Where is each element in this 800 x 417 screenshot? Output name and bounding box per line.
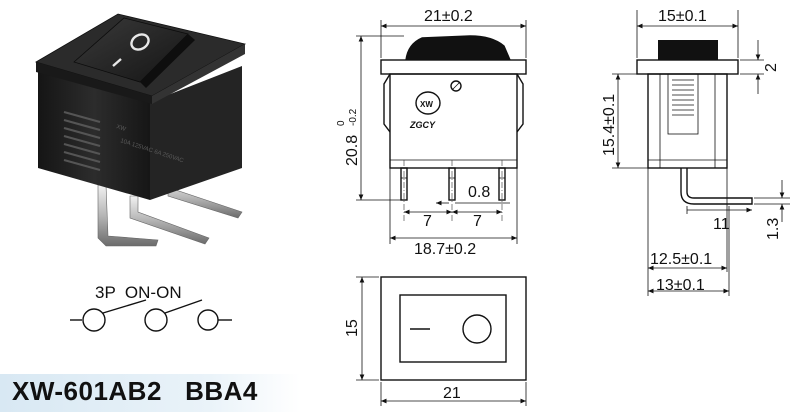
front-pitch-right-dim: 7 (473, 213, 482, 230)
switch-photo: 10A 125VAC 6A 250VAC XW (34, 13, 247, 247)
top-height-dim: 15 (344, 319, 361, 337)
front-pitch-left-dim: 7 (423, 213, 432, 230)
model-number: XW-601AB2 (12, 376, 162, 406)
front-height-dim: 20.8 (344, 135, 361, 166)
front-logo-mark: XW (420, 100, 433, 109)
front-width-dim: 21±0.2 (424, 8, 473, 25)
circuit-schematic (70, 299, 232, 332)
front-pin-thickness-dim: 0.8 (468, 184, 490, 201)
top-width-dim: 21 (443, 385, 461, 402)
front-logo-brand: ZGCY (409, 120, 436, 130)
front-height-tol-lower: -0.2 (348, 108, 359, 126)
circuit-label: 3P ON-ON (95, 283, 182, 302)
model-title: XW-601AB2 BBA4 (12, 376, 258, 407)
top-view-drawing: 15 21 (344, 276, 527, 406)
side-flange-dim: 2 (763, 63, 780, 72)
body-brand: XW (115, 124, 126, 133)
side-vents (63, 110, 101, 172)
front-base-width-dim: 18.7±0.2 (414, 241, 476, 258)
model-band (0, 374, 300, 412)
side-pin-offset-dim: 11 (713, 216, 730, 233)
front-view-drawing: XW ZGCY 21±0.2 20.8 0 -0.2 0.8 (336, 8, 527, 258)
side-body-depth-dim: 12.5±0.1 (650, 251, 712, 268)
side-view-drawing: 15±0.1 2 15.4±0.1 11 1.3 12.5±0.1 13±0.1 (601, 8, 790, 296)
side-base-depth-dim: 13±0.1 (656, 277, 705, 294)
model-variant: BBA4 (185, 376, 258, 406)
side-width-dim: 15±0.1 (658, 8, 707, 25)
front-height-tol-upper: 0 (336, 120, 347, 126)
side-height-dim: 15.4±0.1 (601, 94, 618, 156)
side-pin-drop-dim: 1.3 (765, 218, 782, 240)
